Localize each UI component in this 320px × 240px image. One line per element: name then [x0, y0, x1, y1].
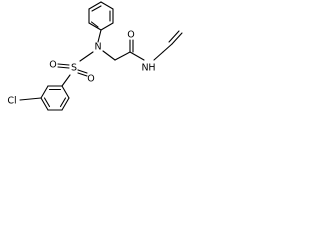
bond-n-s — [79, 51, 94, 62]
bond-s-o-left-1 — [57, 63, 70, 66]
bond-s-o-right-1 — [77, 69, 88, 74]
atom-chlorine-label: Cl — [7, 96, 16, 107]
chlorophenyl-ring — [40, 85, 70, 111]
bond-carbonyl-nh — [129, 51, 145, 61]
bond-allyl-double-1 — [171, 32, 183, 45]
bond-s-o-right-2 — [77, 72, 88, 77]
atom-nitrogen-amide-label: N — [141, 63, 148, 74]
bond-s-ring — [61, 74, 71, 87]
atom-hydrogen-amide-label: H — [148, 63, 155, 74]
atom-sulfur-label: S — [71, 63, 77, 74]
phenyl-ring — [88, 1, 114, 31]
atom-oxygen-right-label: O — [87, 74, 94, 85]
bond-allyl-ch — [162, 43, 173, 53]
bond-ring-cl — [19, 97, 42, 101]
bond-nh-allyl — [153, 51, 164, 61]
bond-s-o-left-2 — [57, 66, 70, 69]
atom-nitrogen-sulfonamide-label: N — [94, 42, 101, 53]
atom-oxygen-carbonyl-label: O — [127, 30, 134, 41]
bond-n-ch2 — [102, 50, 116, 61]
bond-ch2-carbonyl — [114, 51, 131, 61]
molecule-structure-diagram: Cl S O O N O N H — [7, 1, 183, 111]
atom-oxygen-left-label: O — [49, 60, 56, 71]
bond-allyl-double-2 — [168, 30, 180, 43]
bond-ring-n — [97, 29, 102, 43]
